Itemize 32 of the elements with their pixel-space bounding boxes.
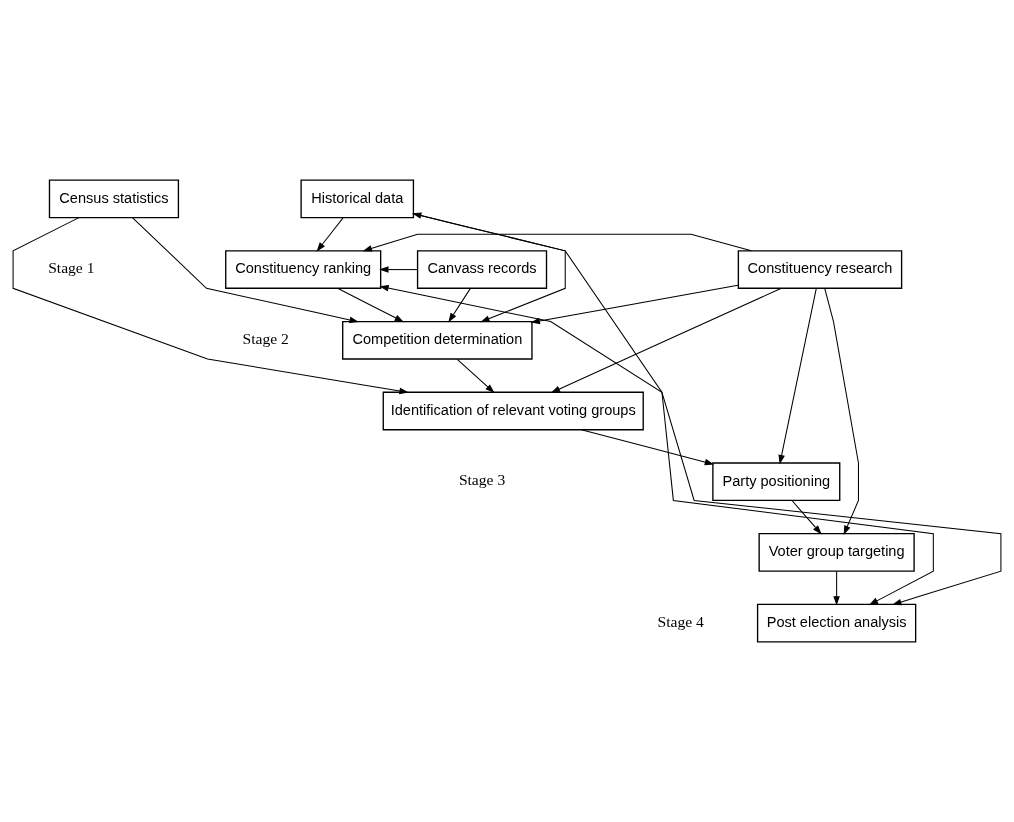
node-box: Historical data [300,179,415,219]
arrow [550,287,782,393]
arrow [791,500,822,535]
arrow [412,212,934,606]
arrow [316,217,344,252]
arrow [362,233,752,252]
arrow [379,266,418,273]
label: Stage 4 [657,612,704,630]
label: Stage 1 [48,259,95,277]
arrow [833,570,840,606]
arrow [456,358,495,394]
arrow [778,288,817,465]
arrow [413,213,566,323]
node-box: Constituency ranking [225,250,382,289]
node-box: Identification of relevant voting groups [382,391,644,431]
node-box: Constituency research [737,250,903,289]
label: Stage 2 [242,329,289,347]
node-box: Voter group targeting [758,533,915,572]
arrow [12,217,409,395]
arrow [448,288,471,323]
node-box: Competition determination [342,320,533,360]
arrow [337,287,404,323]
arrow [580,429,715,466]
arrow [530,284,739,325]
arrow [132,217,359,324]
node-box: Party positioning [712,462,841,502]
node-box: Census statistics [48,179,180,219]
node-box: Canvass records [416,250,548,289]
label: Stage 3 [458,471,506,489]
arrow [824,287,859,535]
arrow [379,284,1002,606]
node-box: Post election analysis [756,603,917,643]
